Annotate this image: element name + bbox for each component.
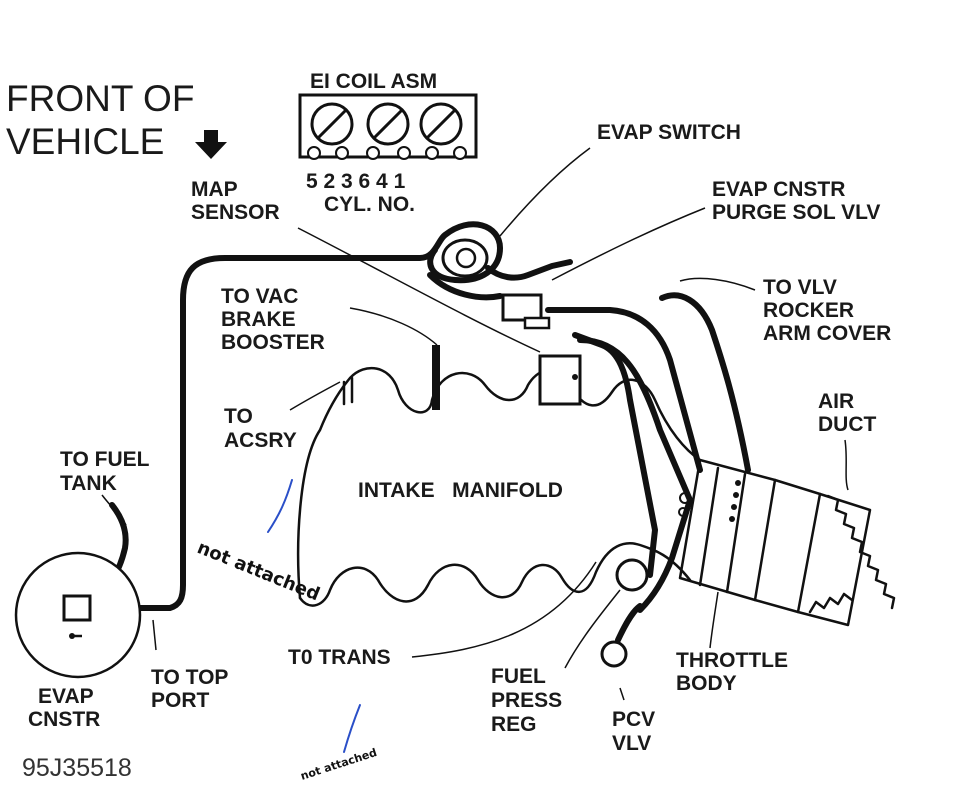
front-of-vehicle-label: FRONT OF VEHICLE <box>6 78 227 162</box>
evap-switch-body <box>501 293 551 330</box>
leader-lines <box>101 147 849 701</box>
vacuum-hoses <box>85 221 751 613</box>
leader-rocker <box>679 277 756 291</box>
manifold-lower-runners <box>298 542 692 607</box>
pcv-valve <box>600 603 643 668</box>
throttle-body <box>678 458 777 602</box>
rocker-label-line3: ARM COVER <box>763 322 891 345</box>
rocker-cover-hose <box>659 292 751 473</box>
leader-acsry <box>289 381 341 411</box>
intake-manifold-label: INTAKE MANIFOLD <box>358 479 563 502</box>
fuel-regulator-hose <box>572 332 658 578</box>
purge-valve-hose <box>545 307 703 473</box>
coil-tower-1 <box>310 102 354 146</box>
air-duct <box>753 478 896 627</box>
acsry-label-line2: ACSRY <box>224 429 297 452</box>
fuel-press-label-line2: PRESS <box>491 689 562 712</box>
leader-purge-valve <box>551 207 706 281</box>
air-duct-label-line1: AIR <box>818 390 854 413</box>
coil-title: EI COIL ASM <box>310 70 437 93</box>
throttle-label-line2: BODY <box>676 672 737 695</box>
leader-fuel-press <box>564 589 621 669</box>
air-duct-label-line2: DUCT <box>818 413 876 436</box>
not-attached-note-2: not attached <box>299 746 379 783</box>
ink-line-2 <box>343 704 361 753</box>
fuel-press-label-line1: FUEL <box>491 665 546 688</box>
coil-tower-3 <box>419 102 463 146</box>
map-sensor-label-line1: MAP <box>191 178 238 201</box>
brake-label-line3: BOOSTER <box>221 331 325 354</box>
coil-terminals <box>307 146 467 160</box>
pcv-label-line2: VLV <box>612 732 651 755</box>
map-sensor-fitting <box>441 238 489 278</box>
coil-tower-2 <box>366 102 410 146</box>
fuel-tank-label-line1: TO FUEL <box>60 448 150 471</box>
leader-pcv <box>619 687 625 701</box>
brake-booster-port <box>432 345 440 410</box>
leader-evap-switch <box>499 147 591 237</box>
map-sensor-label-line2: SENSOR <box>191 201 280 224</box>
top-port-label-line2: PORT <box>151 689 210 712</box>
evap-cnstr-label-line1: EVAP <box>38 685 94 708</box>
not-attached-note-1: not attached <box>194 537 323 605</box>
evap-canister <box>14 551 142 679</box>
leader-throttle <box>709 591 719 649</box>
evap-purge-label-line2: PURGE SOL VLV <box>712 201 880 224</box>
leader-top-port <box>152 619 157 651</box>
down-arrow-icon <box>195 130 227 159</box>
leader-brake <box>349 307 438 346</box>
front-of-text: FRONT OF <box>6 78 194 119</box>
top-port-label-line1: TO TOP <box>151 666 228 689</box>
purge-solenoid-valve <box>538 354 582 406</box>
handwritten-annotations: not attached not attached <box>194 479 379 783</box>
brake-label-line1: TO VAC <box>221 285 298 308</box>
rocker-label-line1: TO VLV <box>763 276 837 299</box>
evap-purge-label-line1: EVAP CNSTR <box>712 178 845 201</box>
leader-trans <box>411 561 597 658</box>
leader-map-sensor <box>297 227 541 353</box>
acsry-label-line1: TO <box>224 405 253 428</box>
evap-cnstr-label-line2: CNSTR <box>28 708 100 731</box>
rocker-label-line2: ROCKER <box>763 299 854 322</box>
fuel-pressure-regulator <box>615 558 649 592</box>
ei-coil-assembly: EI COIL ASM 5 2 3 6 4 1 CYL. NO. <box>298 70 478 216</box>
cyl-no-label: CYL. NO. <box>324 193 415 216</box>
trans-label: T0 TRANS <box>288 646 391 669</box>
map-sensor-hose <box>427 272 503 301</box>
manifold-upper-runners <box>296 366 702 600</box>
evap-switch-hose <box>485 259 573 281</box>
acsry-port <box>342 376 354 406</box>
ink-line-1 <box>267 479 293 533</box>
vehicle-text: VEHICLE <box>6 121 164 162</box>
evap-canister-hose <box>85 221 503 611</box>
fuel-press-label-line3: REG <box>491 713 537 736</box>
leader-air-duct <box>844 439 849 491</box>
brake-label-line2: BRAKE <box>221 308 296 331</box>
evap-switch-label: EVAP SWITCH <box>597 121 741 144</box>
cylinder-numbers: 5 2 3 6 4 1 <box>306 170 406 193</box>
throttle-label-line1: THROTTLE <box>676 649 788 672</box>
figure-code: 95J35518 <box>22 754 132 782</box>
pcv-label-line1: PCV <box>612 708 655 731</box>
fuel-tank-label-line2: TANK <box>60 472 117 495</box>
